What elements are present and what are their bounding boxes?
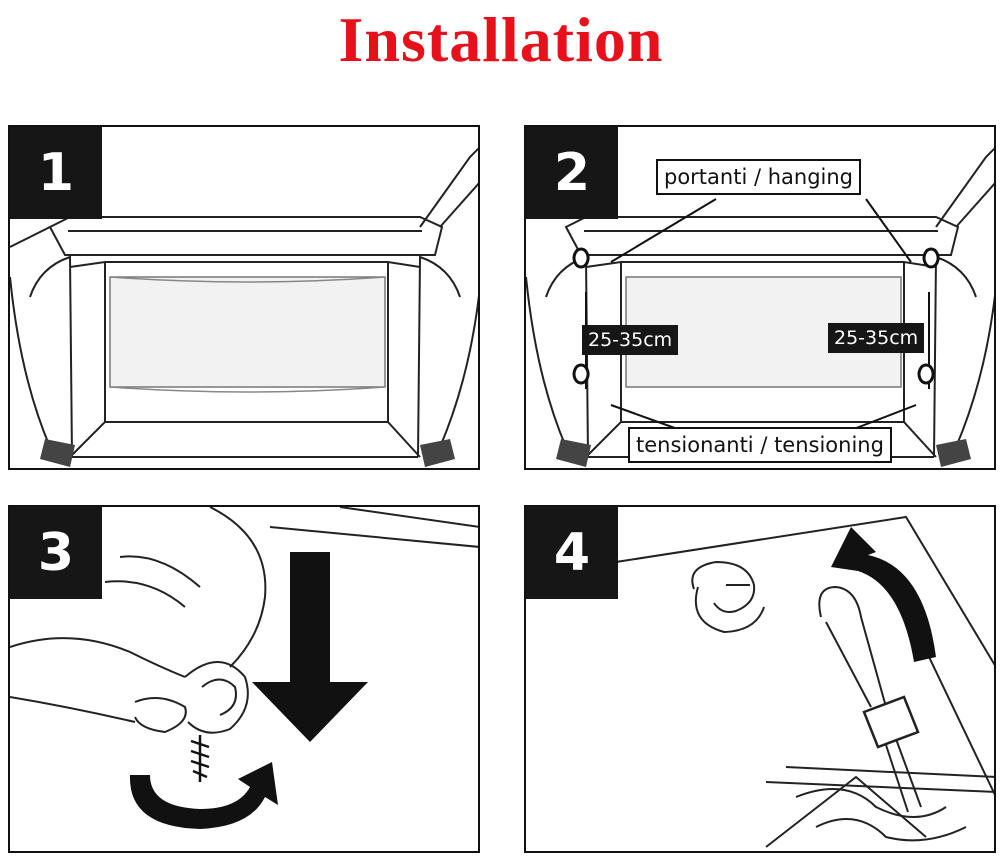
distance-left-label: 25-35cm <box>582 325 679 355</box>
hanging-label: portanti / hanging <box>656 159 862 195</box>
step-2-badge: 2 <box>526 127 618 219</box>
page-title: Installation <box>338 4 664 75</box>
rotate-arrow-icon <box>129 762 278 829</box>
step-3-badge: 3 <box>10 507 102 599</box>
hook-cord-illustration <box>615 515 994 848</box>
step-3-panel: 3 <box>8 505 480 853</box>
hook-icon <box>691 560 756 613</box>
hook-icon <box>572 247 940 385</box>
distance-right-label: 25-35cm <box>828 323 925 353</box>
car-trunk-illustration <box>10 147 478 467</box>
curved-up-arrow-icon <box>831 527 936 662</box>
step-1-badge: 1 <box>10 127 102 219</box>
step-4-panel: 4 <box>524 505 996 853</box>
step-1-panel: 1 <box>8 125 480 470</box>
screw-icon <box>190 735 210 782</box>
step-4-badge: 4 <box>526 507 618 599</box>
down-arrow-icon <box>252 552 368 742</box>
step-2-panel: 2 portanti / hanging 25-35cm 25-35cm ten… <box>524 125 996 470</box>
hand-screw-illustration <box>10 507 478 829</box>
tensioning-label: tensionanti / tensioning <box>628 427 892 463</box>
